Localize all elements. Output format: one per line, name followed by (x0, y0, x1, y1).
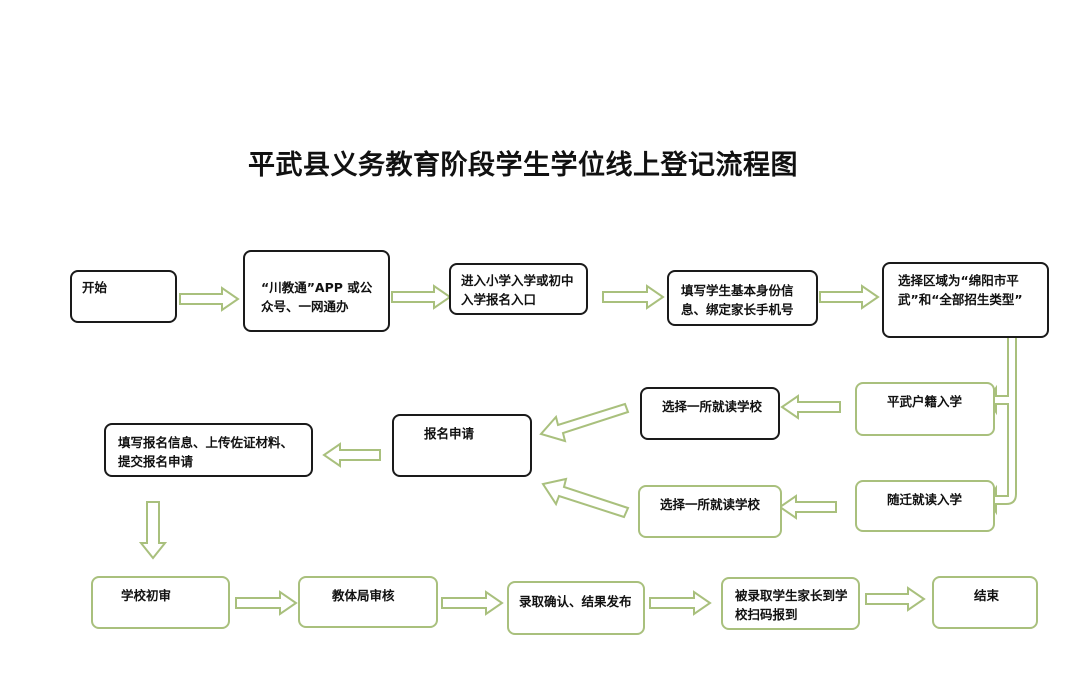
node-fill-apply: 填写报名信息、上传佐证材料、提交报名申请 (104, 423, 313, 477)
node-choose-school-1: 选择一所就读学校 (640, 387, 780, 440)
arrow-admission-to-report (649, 590, 712, 616)
arrow-apply-to-fillapply (322, 442, 381, 468)
node-apply: 报名申请 (392, 414, 532, 477)
arrow-choose1-to-apply (539, 402, 630, 443)
node-select-region: 选择区域为“绵阳市平武”和“全部招生类型” (882, 262, 1049, 338)
arrow-fillapply-to-review (138, 501, 168, 560)
node-end: 结束 (932, 576, 1038, 629)
node-report: 被录取学生家长到学校扫码报到 (721, 577, 860, 630)
node-bureau-review: 教体局审核 (298, 576, 438, 628)
node-migrant: 随迁就读入学 (855, 480, 995, 532)
arrow-fill-to-region (819, 284, 880, 310)
node-local-hukou: 平武户籍入学 (855, 382, 995, 436)
arrow-choose2-to-apply (541, 477, 630, 519)
node-admission: 录取确认、结果发布 (507, 581, 645, 635)
arrow-migrant-to-choose (778, 494, 837, 520)
arrow-start-to-app (179, 286, 240, 312)
node-choose-school-2: 选择一所就读学校 (638, 485, 782, 538)
arrow-bureau-to-admission (441, 590, 504, 616)
node-fill-info: 填写学生基本身份信息、绑定家长手机号 (667, 270, 818, 326)
arrow-app-to-enter (391, 284, 452, 310)
arrow-review-to-bureau (235, 590, 298, 616)
arrow-report-to-end (865, 586, 926, 612)
node-start: 开始 (70, 270, 177, 323)
diagram-title: 平武县义务教育阶段学生学位线上登记流程图 (248, 150, 798, 181)
node-enter: 进入小学入学或初中入学报名入口 (449, 263, 588, 315)
node-school-review: 学校初审 (91, 576, 230, 629)
arrow-enter-to-fill (602, 284, 665, 310)
arrow-local-to-choose (780, 394, 841, 420)
node-app: “川教通”APP 或公众号、一网通办 (243, 250, 390, 332)
